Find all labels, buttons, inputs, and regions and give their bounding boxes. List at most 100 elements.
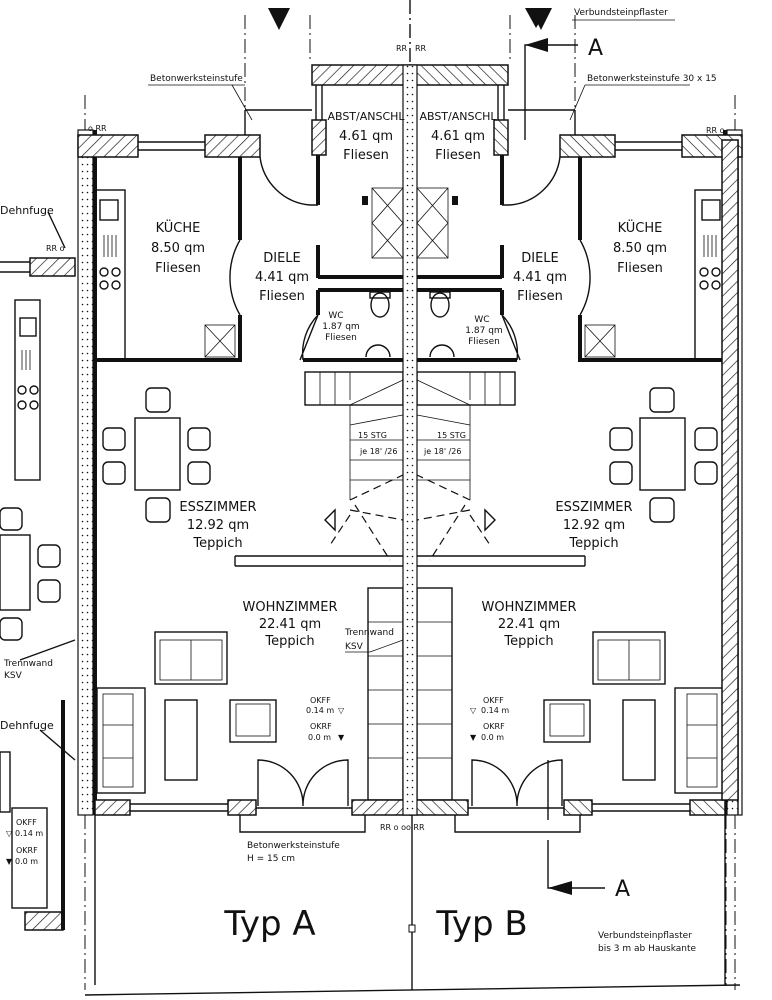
stairs-a: 15 STG je 18' /26 — [358, 431, 397, 456]
room-diele-a: DIELE 4.41 qm Fliesen — [255, 251, 309, 304]
svg-text:Fliesen: Fliesen — [343, 148, 389, 163]
svg-text:1.87 qm: 1.87 qm — [322, 322, 359, 332]
paving-extent-label: bis 3 m ab Hauskante — [598, 944, 697, 954]
svg-text:Fliesen: Fliesen — [468, 337, 500, 347]
svg-text:22.41 qm: 22.41 qm — [498, 617, 560, 632]
room-wc-b: WC 1.87 qm Fliesen — [465, 315, 502, 347]
svg-text:12.92 qm: 12.92 qm — [563, 518, 625, 533]
room-abst-a: ABST/ANSCHL 4.61 qm Fliesen — [327, 110, 405, 163]
rr-label: RR o oo RR — [380, 823, 425, 832]
type-b-label: Typ B — [435, 904, 527, 944]
svg-text:4.41 qm: 4.41 qm — [513, 270, 567, 285]
section-marker-bottom: A — [547, 760, 630, 902]
svg-text:KÜCHE: KÜCHE — [156, 219, 201, 236]
section-label-bottom: A — [615, 877, 630, 902]
svg-text:ESSZIMMER: ESSZIMMER — [555, 500, 632, 515]
svg-text:4.41 qm: 4.41 qm — [255, 270, 309, 285]
svg-text:0.14 m: 0.14 m — [15, 829, 43, 838]
svg-text:15 STG: 15 STG — [437, 431, 466, 440]
svg-text:4.61 qm: 4.61 qm — [339, 129, 393, 144]
rr-label: RR — [415, 44, 427, 53]
svg-text:22.41 qm: 22.41 qm — [259, 617, 321, 632]
svg-text:Teppich: Teppich — [192, 536, 242, 551]
party-wall-label: KSV — [345, 642, 364, 652]
step-label-right: Betonwerksteinstufe 30 x 15 — [587, 74, 717, 84]
room-wohnzimmer-a: WOHNZIMMER 22.41 qm Teppich — [242, 600, 337, 649]
step-height-label: H = 15 cm — [247, 854, 295, 864]
party-wall-label: Trennwand — [344, 628, 394, 638]
svg-text:Fliesen: Fliesen — [435, 148, 481, 163]
neighbor-fragment — [0, 211, 76, 931]
party-wall — [402, 64, 418, 816]
step-label-bottom: Betonwerksteinstufe — [247, 841, 340, 851]
svg-text:ABST/ANSCHL: ABST/ANSCHL — [419, 110, 497, 123]
rr-label: RR o — [46, 244, 65, 253]
svg-text:▽: ▽ — [338, 706, 345, 715]
level-marks-b: OKFF ▽ 0.14 m OKRF ▼ 0.0 m — [470, 696, 509, 742]
svg-text:je 18' /26: je 18' /26 — [359, 447, 397, 456]
svg-text:1.87 qm: 1.87 qm — [465, 326, 502, 336]
svg-text:▽: ▽ — [470, 706, 477, 715]
svg-text:WC: WC — [474, 315, 489, 325]
party-wall-label: Trennwand — [3, 659, 53, 669]
stairs-b: 15 STG je 18' /26 — [423, 431, 466, 456]
svg-text:0.14 m: 0.14 m — [481, 706, 509, 715]
svg-text:ESSZIMMER: ESSZIMMER — [179, 500, 256, 515]
type-a-label: Typ A — [223, 904, 315, 944]
svg-text:▼: ▼ — [338, 733, 345, 742]
svg-text:4.61 qm: 4.61 qm — [431, 129, 485, 144]
svg-text:DIELE: DIELE — [263, 251, 301, 266]
svg-text:WOHNZIMMER: WOHNZIMMER — [242, 600, 337, 615]
svg-text:▼: ▼ — [470, 733, 477, 742]
paving-label-top: Verbundsteinpflaster — [574, 8, 668, 18]
svg-text:0.14 m: 0.14 m — [306, 706, 334, 715]
svg-text:Teppich: Teppich — [568, 536, 618, 551]
rr-label: RR — [396, 44, 408, 53]
room-diele-b: DIELE 4.41 qm Fliesen — [513, 251, 567, 304]
svg-text:Teppich: Teppich — [503, 634, 553, 649]
svg-text:12.92 qm: 12.92 qm — [187, 518, 249, 533]
svg-text:Fliesen: Fliesen — [155, 261, 201, 276]
level-marks-a: OKFF 0.14 m ▽ OKRF 0.0 m ▼ — [306, 696, 345, 742]
paving-label-bottom: Verbundsteinpflaster — [598, 931, 692, 941]
party-wall-label: KSV — [4, 671, 23, 681]
svg-text:0.0 m: 0.0 m — [481, 733, 504, 742]
room-kueche-a: KÜCHE 8.50 qm Fliesen — [151, 219, 205, 276]
svg-text:Fliesen: Fliesen — [259, 289, 305, 304]
svg-text:▽: ▽ — [6, 829, 13, 838]
svg-text:OKRF: OKRF — [310, 722, 332, 731]
svg-text:KÜCHE: KÜCHE — [618, 219, 663, 236]
svg-text:▼: ▼ — [6, 857, 13, 866]
section-label-top: A — [588, 36, 603, 61]
level-marks-neighbor: OKFF ▽ 0.14 m OKRF ▼ 0.0 m — [6, 818, 43, 866]
room-wc-a: WC 1.87 qm Fliesen — [322, 311, 359, 343]
room-wohnzimmer-b: WOHNZIMMER 22.41 qm Teppich — [481, 600, 576, 649]
svg-text:OKFF: OKFF — [16, 818, 37, 827]
svg-text:0.0 m: 0.0 m — [308, 733, 331, 742]
svg-text:DIELE: DIELE — [521, 251, 559, 266]
svg-text:OKFF: OKFF — [483, 696, 504, 705]
svg-text:WOHNZIMMER: WOHNZIMMER — [481, 600, 576, 615]
svg-text:8.50 qm: 8.50 qm — [613, 241, 667, 256]
svg-text:15 STG: 15 STG — [358, 431, 387, 440]
svg-text:Fliesen: Fliesen — [325, 333, 357, 343]
svg-text:0.0 m: 0.0 m — [15, 857, 38, 866]
svg-text:je 18' /26: je 18' /26 — [423, 447, 461, 456]
rr-label: o RR — [88, 124, 107, 133]
svg-text:Fliesen: Fliesen — [517, 289, 563, 304]
svg-text:WC: WC — [328, 311, 343, 321]
svg-text:ABST/ANSCHL: ABST/ANSCHL — [327, 110, 405, 123]
section-marker-top: A — [524, 8, 603, 140]
svg-text:8.50 qm: 8.50 qm — [151, 241, 205, 256]
svg-text:Teppich: Teppich — [264, 634, 314, 649]
expansion-joint-label: Dehnfuge — [0, 719, 54, 732]
svg-text:OKFF: OKFF — [310, 696, 331, 705]
room-esszimmer-a: ESSZIMMER 12.92 qm Teppich — [179, 500, 256, 551]
expansion-joint-label: Dehnfuge — [0, 204, 54, 217]
svg-text:OKRF: OKRF — [483, 722, 505, 731]
room-kueche-b: KÜCHE 8.50 qm Fliesen — [613, 219, 667, 276]
rr-label: RR o — [706, 126, 725, 135]
svg-text:OKRF: OKRF — [16, 846, 38, 855]
step-label-left: Betonwerksteinstufe — [150, 74, 243, 84]
